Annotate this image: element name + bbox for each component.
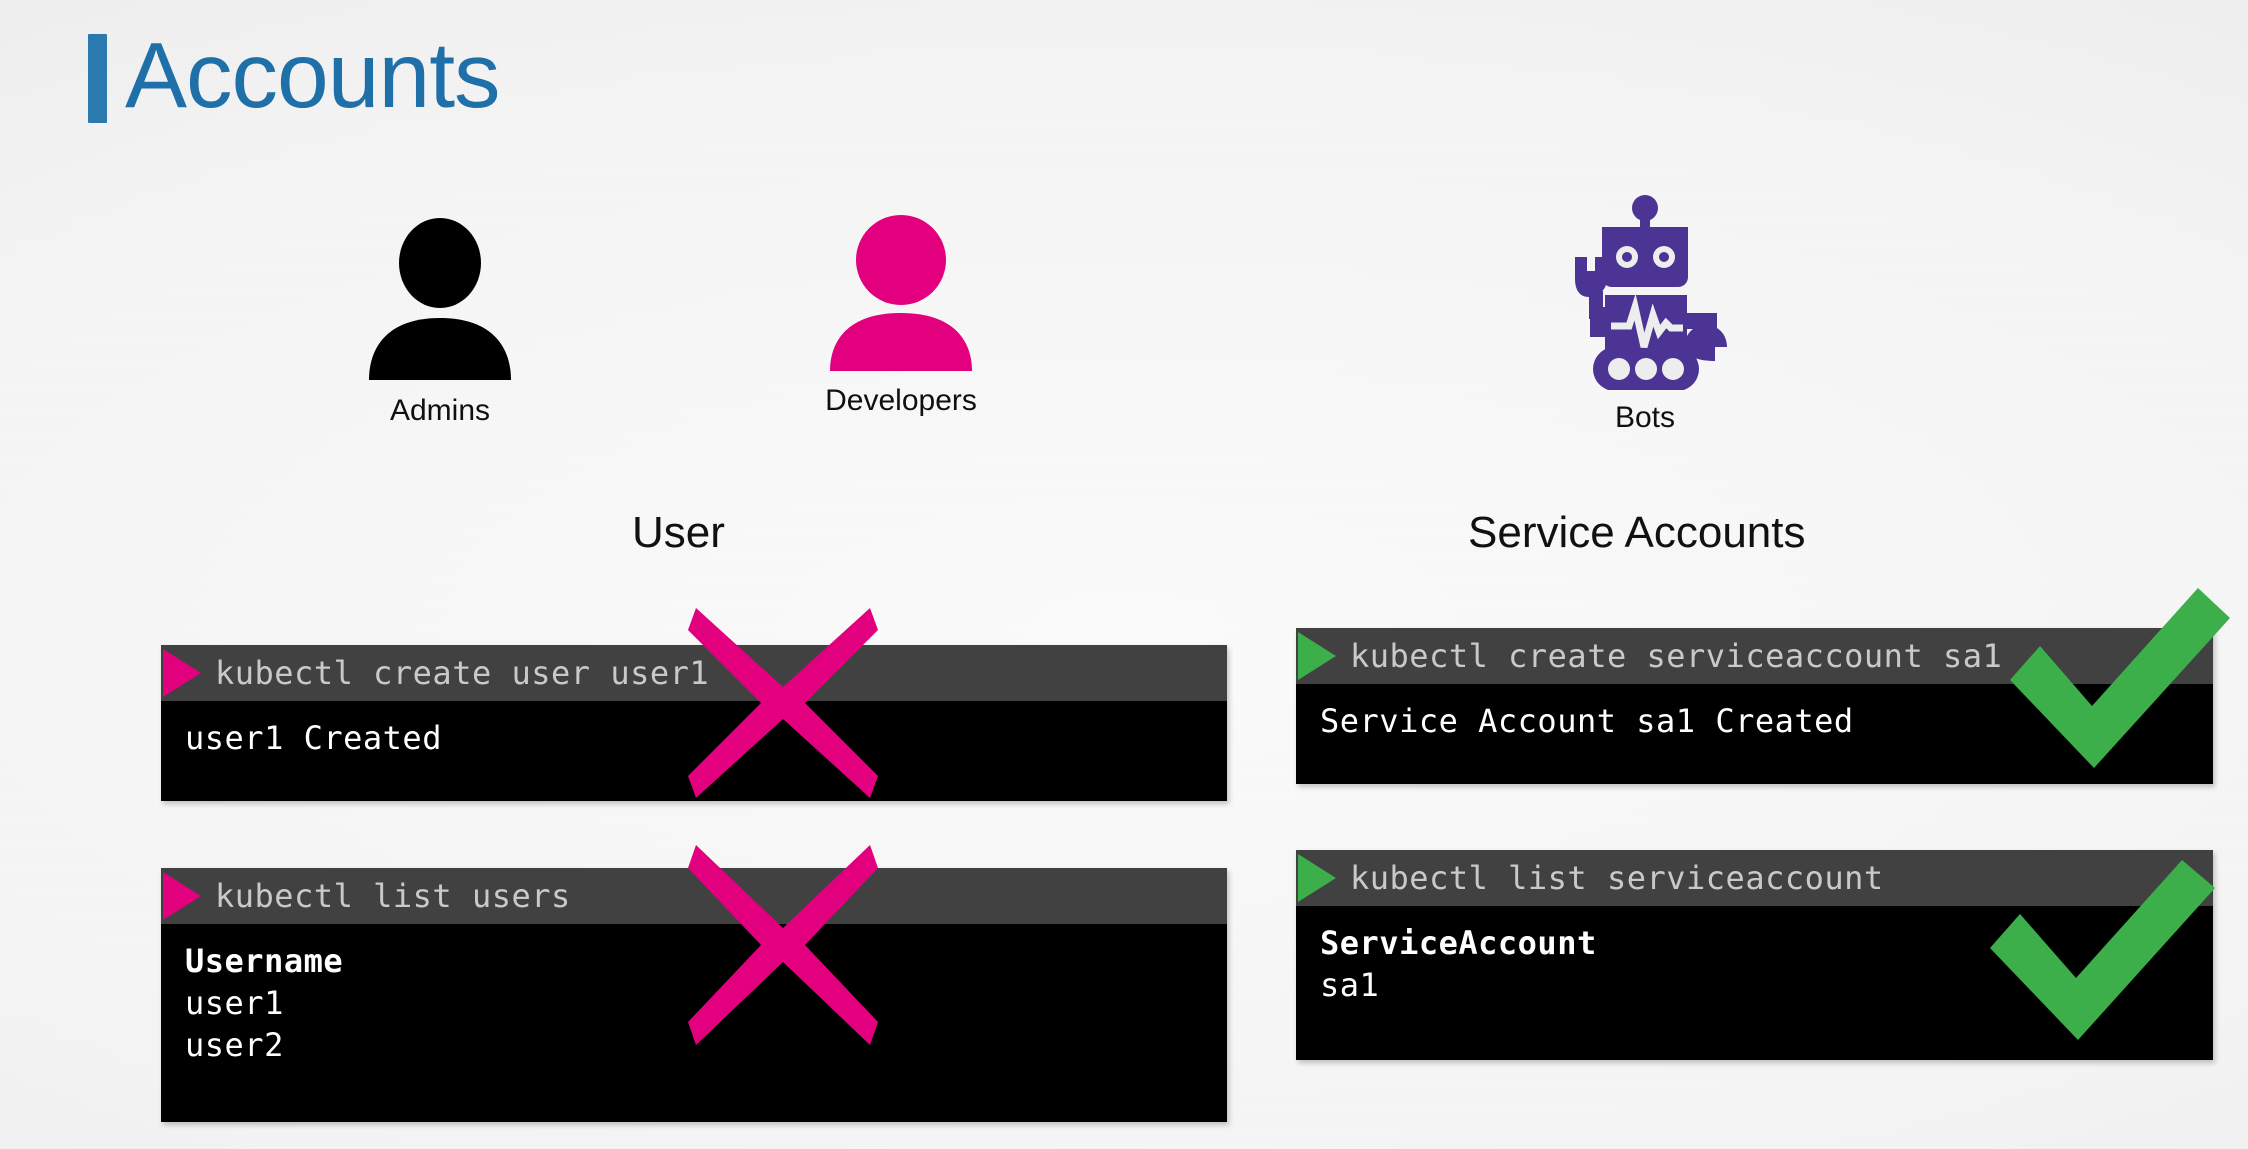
person-icon (369, 218, 511, 380)
robot-icon (1575, 195, 1727, 391)
terminal-header: kubectl list users (161, 868, 1227, 924)
terminal-command: kubectl create serviceaccount sa1 (1350, 637, 2003, 675)
terminal-header: kubectl list serviceaccount (1296, 850, 2213, 906)
play-triangle-icon[interactable] (1298, 854, 1336, 902)
play-triangle-icon[interactable] (163, 649, 201, 697)
terminal-output-line: user2 (185, 1026, 284, 1065)
page-title: Accounts (125, 23, 501, 127)
persona-bots: Bots (1545, 195, 1745, 435)
terminal-output: Username user1 user2 (161, 924, 1227, 1122)
terminal-command: kubectl create user user1 (215, 654, 710, 692)
terminal-header: kubectl create serviceaccount sa1 (1296, 628, 2213, 684)
persona-label-bots: Bots (1614, 401, 1676, 434)
terminal-output-line: sa1 (1320, 966, 1380, 1005)
terminal-command: kubectl list serviceaccount (1350, 859, 1884, 897)
terminal-output-header: Username (185, 942, 344, 980)
terminal-output-line: Service Account sa1 Created (1320, 702, 1854, 740)
play-triangle-icon[interactable] (163, 872, 201, 920)
terminal-create-user: kubectl create user user1 user1 Created (161, 645, 1227, 801)
persona-admins: Admins (355, 218, 525, 428)
person-icon (830, 215, 972, 371)
title-accent-bar (88, 34, 107, 123)
terminal-output-line: user1 Created (185, 719, 442, 757)
terminal-output: user1 Created (161, 701, 1227, 801)
column-heading-service-accounts: Service Accounts (1468, 508, 1806, 557)
terminal-list-serviceaccount: kubectl list serviceaccount ServiceAccou… (1296, 850, 2213, 1060)
terminal-output-header: ServiceAccount (1320, 924, 1597, 962)
persona-label-admins: Admins (389, 394, 491, 427)
terminal-output-line: user1 (185, 984, 284, 1023)
terminal-output: ServiceAccount sa1 (1296, 906, 2213, 1060)
play-triangle-icon[interactable] (1298, 632, 1336, 680)
terminal-header: kubectl create user user1 (161, 645, 1227, 701)
persona-label-developers: Developers (825, 384, 977, 417)
terminal-list-users: kubectl list users Username user1 user2 (161, 868, 1227, 1122)
column-heading-user: User (632, 508, 725, 557)
page-title-block: Accounts (88, 23, 501, 127)
terminal-output: Service Account sa1 Created (1296, 684, 2213, 784)
persona-developers: Developers (816, 213, 986, 418)
terminal-create-serviceaccount: kubectl create serviceaccount sa1 Servic… (1296, 628, 2213, 784)
terminal-command: kubectl list users (215, 877, 571, 915)
